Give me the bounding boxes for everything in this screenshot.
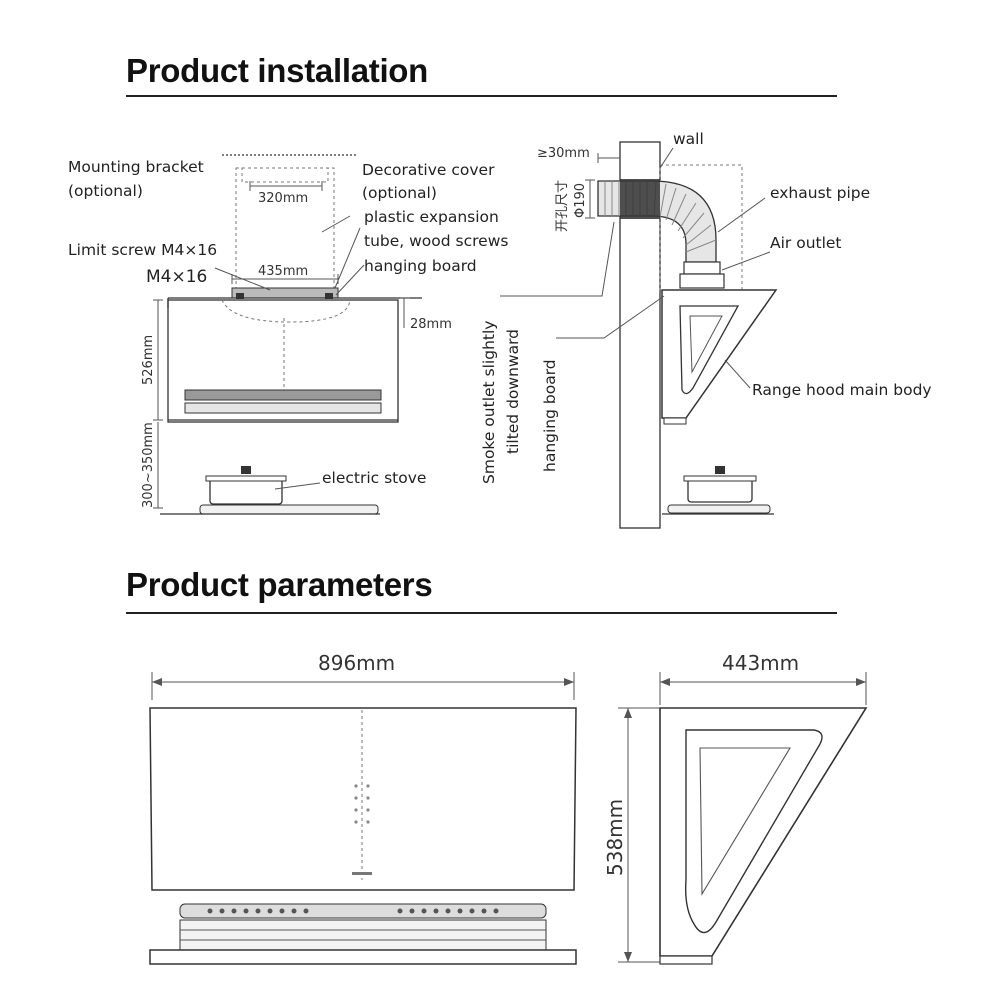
electric-stove-label: electric stove — [322, 469, 426, 487]
height-dimension: 538mm — [603, 799, 627, 876]
smoke-outlet-label-2: tilted downward — [504, 329, 522, 454]
dim-28: 28mm — [410, 317, 452, 332]
screw-spec-label: M4×16 — [146, 267, 207, 287]
dim-190: Φ190 — [573, 183, 588, 218]
range-hood-body-label: Range hood main body — [752, 381, 932, 399]
installation-divider — [126, 95, 837, 97]
hole-size-label: 开孔尺寸 — [555, 180, 570, 232]
parameters-divider — [126, 612, 837, 614]
parameters-side-drawing — [618, 672, 868, 965]
plastic-expansion-label: plastic expansion — [364, 208, 499, 226]
dim-435: 435mm — [258, 264, 308, 279]
limit-screw-label: Limit screw M4×16 — [68, 241, 217, 259]
mounting-bracket-label: Mounting bracket — [68, 158, 204, 176]
smoke-outlet-label: Smoke outlet slightly — [480, 321, 498, 484]
front-installation-drawing — [153, 154, 422, 515]
depth-dimension: 443mm — [722, 651, 799, 675]
air-outlet-label: Air outlet — [770, 234, 842, 252]
parameters-front-drawing — [149, 672, 577, 965]
installation-title: Product installation — [126, 52, 429, 89]
width-dimension: 896mm — [318, 651, 395, 675]
hanging-board-label: hanging board — [364, 257, 477, 275]
decorative-cover-label: Decorative cover — [362, 161, 495, 179]
wall-label: wall — [673, 130, 704, 148]
dim-300-350: 300~350mm — [141, 422, 156, 508]
hanging-board-vertical-label: hanging board — [541, 359, 559, 472]
parameters-title: Product parameters — [126, 566, 433, 603]
dim-320: 320mm — [258, 191, 308, 206]
dim-30: ≥30mm — [537, 146, 590, 161]
exhaust-pipe-label: exhaust pipe — [770, 184, 870, 202]
decorative-cover-optional: (optional) — [362, 184, 437, 202]
side-installation-drawing — [500, 141, 778, 529]
dim-526: 526mm — [141, 335, 156, 385]
mounting-bracket-optional: (optional) — [68, 182, 143, 200]
wood-screws-label: tube, wood screws — [364, 232, 508, 250]
